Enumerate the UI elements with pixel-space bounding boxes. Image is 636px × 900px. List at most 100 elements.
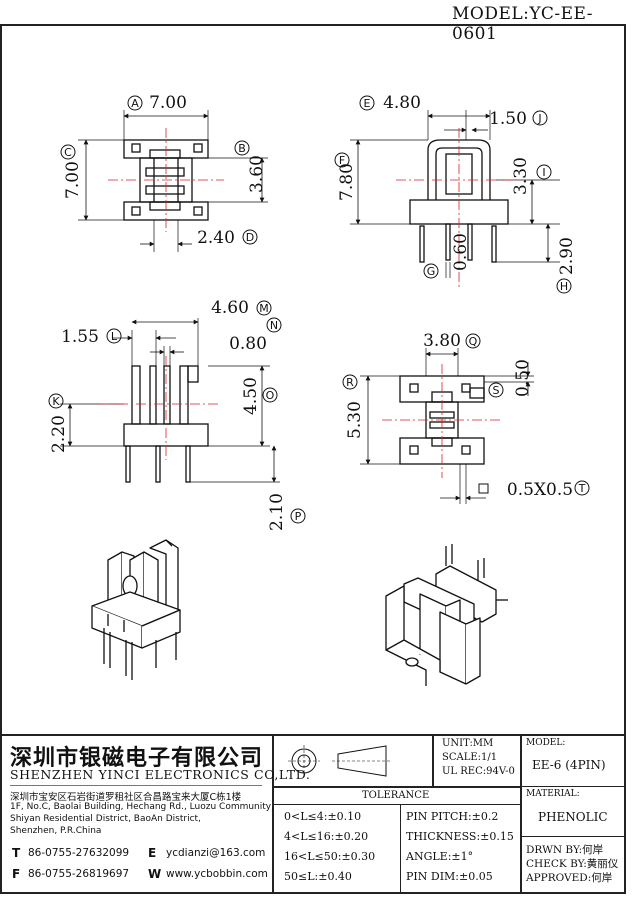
fax-label: F bbox=[12, 867, 21, 881]
divider-tolerance-head bbox=[272, 804, 520, 805]
dim-M-value: 4.60 bbox=[211, 298, 249, 318]
fax-number: 86-0755-26819697 bbox=[28, 868, 130, 880]
svg-text:A: A bbox=[131, 97, 139, 110]
tolerance-title: TOLERANCE bbox=[362, 790, 430, 801]
tel-label: T bbox=[12, 846, 21, 860]
balloon-B: B bbox=[234, 140, 250, 156]
balloon-P: P bbox=[290, 508, 306, 524]
svg-text:L: L bbox=[111, 330, 118, 343]
svg-text:C: C bbox=[64, 146, 72, 159]
dim-K-value: 2.20 bbox=[49, 415, 69, 453]
svg-text:T: T bbox=[578, 482, 586, 495]
material-label: MATERIAL: bbox=[526, 789, 580, 799]
web-label: W bbox=[148, 867, 162, 881]
pin-spec-3: ANGLE:±1° bbox=[406, 850, 474, 863]
dim-T-value: 0.5X0.5 bbox=[507, 480, 573, 500]
dim-C-value: 7.00 bbox=[63, 161, 83, 199]
svg-text:Q: Q bbox=[469, 335, 478, 348]
svg-text:J: J bbox=[537, 112, 541, 125]
dim-H-value: 2.90 bbox=[557, 237, 577, 275]
email-address[interactable]: ycdianzi@163.com bbox=[166, 847, 266, 859]
divider-right bbox=[520, 734, 522, 892]
dim-E-value: 4.80 bbox=[383, 93, 421, 113]
side-view bbox=[350, 110, 560, 278]
balloon-F: F bbox=[334, 152, 350, 168]
model-value: EE-6 (4PIN) bbox=[532, 758, 606, 772]
divider-tolerance-cols bbox=[400, 804, 401, 892]
email-label: E bbox=[148, 846, 157, 860]
divider-model-material bbox=[520, 786, 624, 787]
dim-N-value: 0.80 bbox=[229, 334, 267, 354]
dim-D-value: 2.40 bbox=[197, 228, 235, 248]
isometric-view-left bbox=[91, 539, 181, 680]
drawing-frame bbox=[0, 24, 626, 894]
address-en-2: Shiyan Residential District, BaoAn Distr… bbox=[10, 814, 201, 824]
balloon-N: N bbox=[266, 317, 282, 333]
svg-text:D: D bbox=[246, 231, 254, 244]
dim-O-value: 4.50 bbox=[241, 377, 261, 415]
svg-text:R: R bbox=[346, 376, 354, 389]
company-name-en: SHENZHEN YINCI ELECTRONICS CO,LTD. bbox=[10, 767, 311, 782]
balloon-C: C bbox=[60, 144, 76, 160]
divider-company bbox=[272, 734, 274, 892]
dim-Q-value: 3.80 bbox=[423, 331, 461, 351]
model-label: MODEL: bbox=[526, 738, 566, 748]
unit-text: UNIT:MM bbox=[442, 738, 494, 749]
svg-text:F: F bbox=[339, 154, 345, 167]
scale-text: SCALE:1/1 bbox=[442, 752, 498, 763]
svg-text:O: O bbox=[266, 389, 275, 402]
balloon-D: D bbox=[242, 229, 258, 245]
svg-text:S: S bbox=[493, 384, 500, 397]
divider-material-sign bbox=[520, 836, 624, 837]
svg-text:G: G bbox=[427, 265, 436, 278]
company-name-cn: 深圳市银磁电子有限公司 bbox=[10, 745, 264, 771]
balloon-T: T bbox=[574, 480, 590, 496]
balloon-E: E bbox=[359, 95, 375, 111]
pin-spec-1: PIN PITCH:±0.2 bbox=[406, 810, 499, 823]
approved-by: APPROVED:何岸 bbox=[526, 872, 613, 884]
svg-text:E: E bbox=[364, 97, 371, 110]
svg-text:H: H bbox=[560, 280, 568, 293]
balloon-K: K bbox=[48, 393, 64, 409]
dim-S-value: 0.50 bbox=[513, 359, 533, 397]
tolerance-row-2: 4<L≤16:±0.20 bbox=[284, 830, 369, 843]
address-en-1: 1F, No.C, Baolai Building, Hechang Rd., … bbox=[10, 802, 274, 812]
title-block: 深圳市银磁电子有限公司 SHENZHEN YINCI ELECTRONICS C… bbox=[2, 734, 624, 892]
balloon-M: M bbox=[256, 300, 272, 316]
drawn-by: DRWN BY:何岸 bbox=[526, 844, 604, 856]
dim-L-value: 1.55 bbox=[61, 327, 99, 347]
balloon-J: J bbox=[532, 110, 548, 126]
checked-by: CHECK BY:黄丽仪 bbox=[526, 858, 619, 870]
dim-B-value: 3.60 bbox=[247, 155, 267, 193]
balloon-H: H bbox=[556, 278, 572, 294]
svg-text:B: B bbox=[238, 142, 246, 155]
dim-P-value: 2.10 bbox=[267, 493, 287, 531]
top-view bbox=[78, 110, 268, 252]
drawing-views: 7.00 A 7.00 C 3.60 B 2.40 D 4.80 E 1.50 … bbox=[48, 93, 590, 686]
dim-I-value: 3.30 bbox=[511, 157, 531, 195]
balloon-G: G bbox=[423, 263, 439, 279]
address-cn: 深圳市宝安区石岩街道罗租社区合昌路宝来大厦C栋1楼 bbox=[10, 792, 242, 803]
model-code-header: MODEL:YC-EE-0601 bbox=[452, 4, 593, 44]
tolerance-row-4: 50≤L:±0.40 bbox=[284, 870, 352, 883]
dim-G-value: 0.60 bbox=[451, 233, 471, 271]
balloon-I: I bbox=[536, 164, 552, 180]
projection-symbol-icon bbox=[288, 745, 392, 777]
pin-spec-2: THICKNESS:±0.15 bbox=[406, 830, 514, 843]
svg-text:M: M bbox=[259, 302, 269, 315]
tolerance-row-1: 0<L≤4:±0.10 bbox=[284, 810, 362, 823]
web-address[interactable]: www.ycbobbin.com bbox=[166, 868, 268, 880]
pin-spec-4: PIN DIM:±0.05 bbox=[406, 870, 493, 883]
divider-symbol bbox=[432, 734, 434, 786]
dim-A-value: 7.00 bbox=[149, 93, 187, 113]
material-value: PHENOLIC bbox=[538, 810, 608, 824]
dim-R-value: 5.30 bbox=[345, 401, 365, 439]
isometric-view-right bbox=[385, 544, 508, 686]
title-block-top-border bbox=[2, 734, 624, 736]
svg-text:I: I bbox=[542, 166, 545, 179]
dim-J-value: 1.50 bbox=[489, 109, 527, 129]
svg-text:K: K bbox=[52, 395, 60, 408]
balloon-L: L bbox=[106, 328, 122, 344]
balloon-R: R bbox=[342, 374, 358, 390]
tolerance-row-3: 16<L≤50:±0.30 bbox=[284, 850, 376, 863]
